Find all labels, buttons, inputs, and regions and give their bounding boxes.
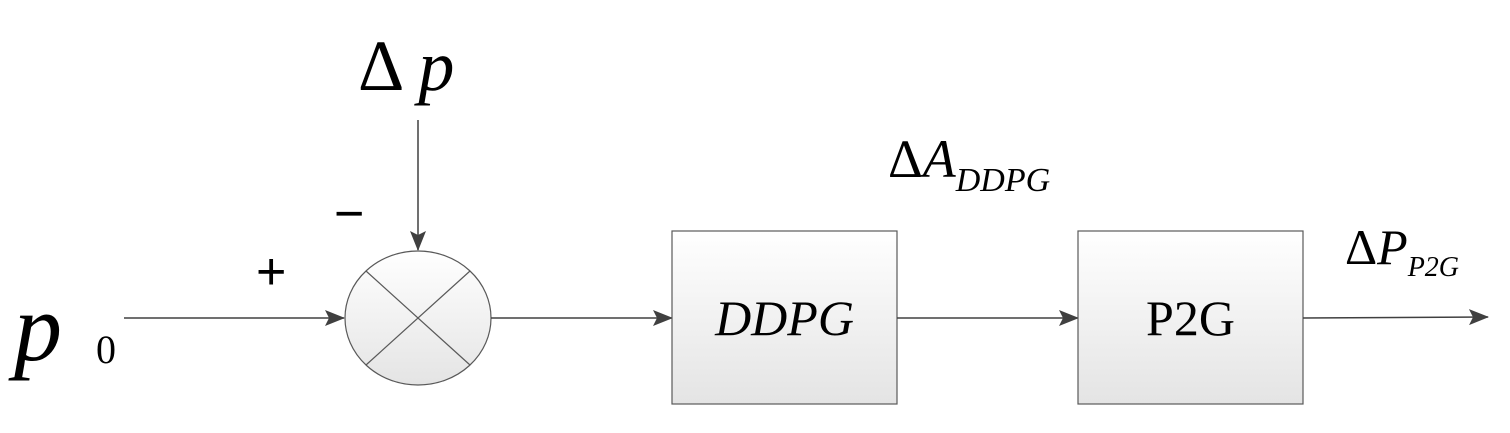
input-symbol: p [14, 274, 62, 381]
p2g-output-subscript: P2G [1407, 252, 1460, 283]
ddpg-block-label: DDPG [715, 290, 854, 346]
ddpg-output-symbol: A [922, 129, 956, 189]
ddpg-output-subscript: DDPG [955, 162, 1051, 199]
ddpg-output-label: ΔADDPG [888, 129, 1050, 198]
p2g-output-delta: Δ [1345, 219, 1378, 275]
summing-junction-cross-b [365, 270, 471, 366]
minus-sign: − [334, 185, 365, 243]
ddpg-block [671, 230, 898, 405]
disturbance-delta: Δ [358, 26, 405, 106]
disturbance-symbol: p [418, 26, 455, 106]
summing-junction [344, 250, 492, 386]
p2g-block-label: P2G [1146, 290, 1235, 346]
p2g-block [1077, 230, 1304, 405]
p2g-output-symbol: P [1377, 219, 1408, 275]
input-label: p [14, 280, 62, 376]
plus-sign: + [256, 243, 287, 301]
input-index: 0 [96, 327, 116, 372]
p2g-output-arrow [1302, 309, 1489, 326]
ddpg-output-delta: Δ [888, 129, 923, 189]
p2g-output-label: ΔPP2G [1345, 219, 1459, 282]
